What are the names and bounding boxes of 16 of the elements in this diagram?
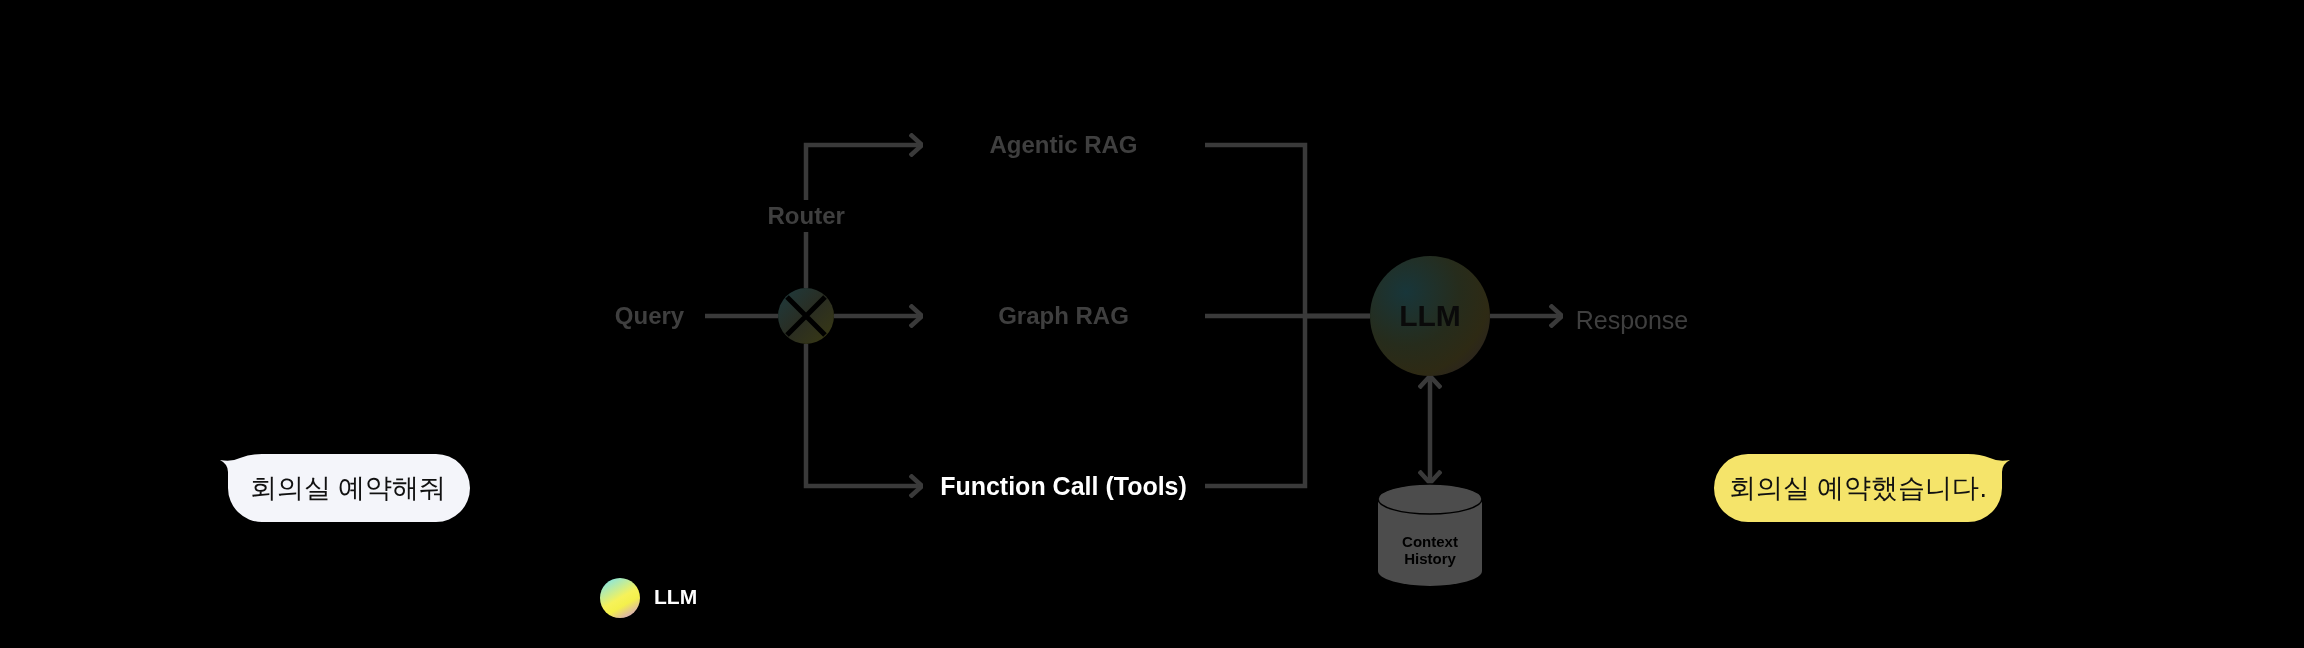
chat-bubble: 회의실 예약했습니다. — [1712, 452, 2012, 524]
connector-line — [803, 344, 925, 500]
connector-line — [1490, 302, 1565, 330]
connector-line — [705, 313, 778, 319]
text-label: Function Call (Tools) — [922, 468, 1205, 504]
connector-line — [1416, 373, 1444, 486]
text-label: Response — [1562, 302, 1702, 338]
chat-bubble: 회의실 예약해줘 — [218, 452, 470, 524]
text-label: Graph RAG — [922, 298, 1205, 334]
text-label: Query — [594, 298, 705, 334]
legend-label: LLM — [654, 585, 698, 609]
connector-line — [834, 302, 925, 330]
text-label: Agentic RAG — [922, 127, 1205, 163]
router-circle — [778, 288, 834, 344]
connector-line — [1205, 313, 1370, 489]
connector-line — [803, 131, 925, 288]
